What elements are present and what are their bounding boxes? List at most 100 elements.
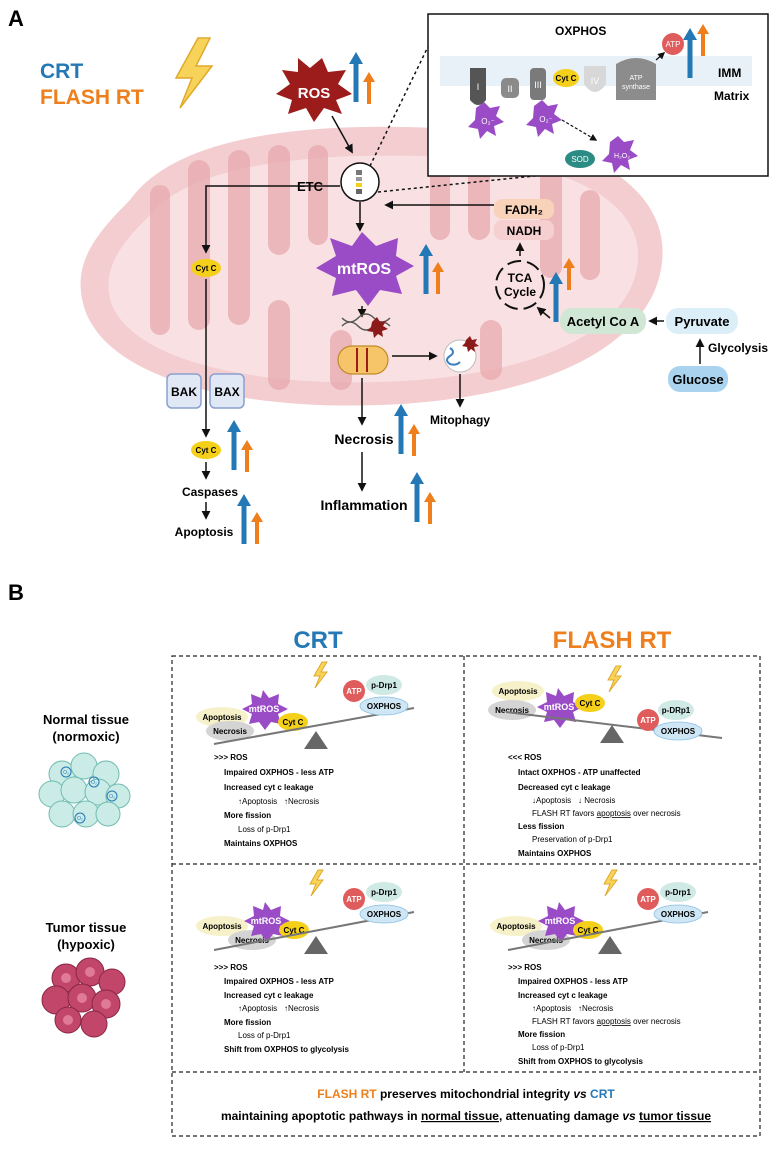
crt-normal-apoptosis-label: Apoptosis <box>202 713 242 722</box>
crt-tumor-l4a: ↑Apoptosis <box>238 1004 277 1013</box>
complex-iv-label: IV <box>591 76 600 86</box>
footer-tumor: tumor tissue <box>639 1109 711 1123</box>
ros-crt-arrow <box>349 52 363 102</box>
inset-o2-label-2: O₂⁻ <box>539 115 553 124</box>
tca-cycle-icon <box>495 260 545 310</box>
oxphos-inset-title: OXPHOS <box>555 24 606 38</box>
flash-tumor-cytc-label: Cyt C <box>578 926 599 935</box>
crt-normal-atp-label: ATP <box>346 687 362 696</box>
caspases-label: Caspases <box>182 485 238 499</box>
oxphos-inset: OXPHOS IMM Matrix I II III Cyt C IV ATP … <box>427 13 769 177</box>
crt-normal-mtros <box>242 690 288 730</box>
flash-normal-l5b: apoptosis <box>597 809 631 818</box>
footer-vs: vs <box>573 1087 587 1101</box>
flash-normal-l6: Less fission <box>518 822 564 831</box>
flash-tumor-l2: Impaired OXPHOS - less ATP <box>518 977 628 986</box>
flash-tumor-oxphos-label: OXPHOS <box>661 910 696 919</box>
atp-synthase-label-1: ATP <box>629 75 642 82</box>
crt-normal-l4b: ↑Necrosis <box>284 797 319 806</box>
flash-tumor-pdrp1-label: p-Drp1 <box>665 888 691 897</box>
flash-normal-apoptosis <box>492 681 544 701</box>
svg-text:FLASH RT favors apoptosis over: FLASH RT favors apoptosis over necrosis <box>532 809 681 818</box>
flash-tumor-mtros <box>538 902 584 942</box>
crt-tumor-l6: Loss of p-Drp1 <box>238 1031 291 1040</box>
panel-a-label: A <box>8 6 24 31</box>
crt-normal-pdrp1-label: p-Drp1 <box>371 681 397 690</box>
cytc-cytosol-badge <box>191 441 221 459</box>
ros-burst <box>276 58 352 122</box>
crt-tumor-l2: Impaired OXPHOS - less ATP <box>224 977 334 986</box>
flash-tumor-atp <box>637 888 659 910</box>
complex-ii-label: II <box>507 84 512 94</box>
glycolysis-label: Glycolysis <box>708 341 768 355</box>
flash-normal-cell: Apoptosis Necrosis mtROS Cyt C ATP p-DRp… <box>488 665 723 858</box>
flash-tumor-pdrp1 <box>660 882 696 902</box>
inflammation-label: Inflammation <box>320 497 407 513</box>
acetyl-coa-label: Acetyl Co A <box>567 314 640 329</box>
imm-label: IMM <box>718 66 741 80</box>
tca-label-1: TCA <box>508 271 533 285</box>
sod-label: SOD <box>571 155 589 164</box>
inset-o2-label-1: O₂⁻ <box>481 117 495 126</box>
footer-normal: normal tissue <box>421 1109 499 1123</box>
flash-tumor-l7: Loss of p-Drp1 <box>532 1043 585 1052</box>
crt-tumor-pdrp1 <box>366 882 402 902</box>
crt-tumor-cytc <box>279 921 309 939</box>
flash-normal-atp-label: ATP <box>640 716 656 725</box>
crt-normal-l1: >>> ROS <box>214 753 248 762</box>
footer-line-2: maintaining apoptotic pathways in normal… <box>221 1109 711 1123</box>
flash-tumor-l8: Shift from OXPHOS to glycolysis <box>518 1057 643 1066</box>
crt-tumor-necrosis-label: Necrosis <box>235 936 269 945</box>
cytc-crt-arrow <box>227 420 241 470</box>
cytc-cytosol-label: Cyt C <box>196 446 217 455</box>
inset-atp-label: ATP <box>666 40 681 49</box>
etc-complexes-icon <box>356 170 362 194</box>
footer-vs2: vs <box>622 1109 636 1123</box>
flash-tumor-mtros-label: mtROS <box>545 916 576 926</box>
crt-normal-cytc-label: Cyt C <box>283 718 304 727</box>
flash-tumor-atp-label: ATP <box>640 895 656 904</box>
cell-o2-1: O₂ <box>63 770 69 776</box>
flash-normal-mtros-label: mtROS <box>544 702 575 712</box>
necrosis-flash-arrow <box>408 424 420 456</box>
crt-tumor-atp-label: ATP <box>346 895 362 904</box>
inset-cytc-label: Cyt C <box>556 74 577 83</box>
flash-normal-l4b: ↓ Necrosis <box>578 796 615 805</box>
crt-tumor-apoptosis-label: Apoptosis <box>202 922 242 931</box>
ros-label: ROS <box>298 85 331 102</box>
nadh-box <box>494 220 554 240</box>
flash-normal-atp <box>637 709 659 731</box>
tumor-tissue-label: Tumor tissue <box>46 920 127 935</box>
panel-b-grid <box>171 655 761 1137</box>
flash-tumor-cytc <box>573 921 603 939</box>
flash-normal-pdrp1-label: p-DRp1 <box>662 706 691 715</box>
crt-normal-l3: Increased cyt c leakage <box>224 783 314 792</box>
bax-label: BAX <box>214 385 239 399</box>
footer-flash: FLASH RT <box>317 1087 377 1101</box>
flash-normal-cytc-label: Cyt C <box>580 699 601 708</box>
glucose-label: Glucose <box>672 372 723 387</box>
column-header-flash: FLASH RT <box>553 627 672 654</box>
crt-tumor-apoptosis <box>196 916 248 936</box>
tumor-tissue-cells-icon <box>41 957 126 1038</box>
flash-tumor-l5c: over necrosis <box>631 1017 681 1026</box>
crt-tumor-pdrp1-label: p-Drp1 <box>371 888 397 897</box>
footer-t1: preserves mitochondrial integrity <box>377 1087 574 1101</box>
flash-normal-l5a: FLASH RT favors <box>532 809 597 818</box>
normal-tissue-label: Normal tissue <box>43 712 129 727</box>
crt-tumor-oxphos-label: OXPHOS <box>367 910 402 919</box>
crt-tumor-cell: Apoptosis Necrosis mtROS Cyt C ATP p-Drp… <box>196 869 415 1054</box>
crt-normal-necrosis <box>206 721 254 741</box>
crt-tumor-l7: Shift from OXPHOS to glycolysis <box>224 1045 349 1054</box>
atp-synthase-label-2: synthase <box>622 84 650 91</box>
flash-normal-oxphos <box>653 721 703 741</box>
crt-tumor-bolt-icon <box>309 869 324 897</box>
bax-box <box>209 373 245 409</box>
bak-box <box>166 373 202 409</box>
legend-crt: CRT <box>40 60 83 83</box>
flash-tumor-apoptosis-label: Apoptosis <box>496 922 536 931</box>
flash-normal-apoptosis-label: Apoptosis <box>498 687 538 696</box>
flash-normal-necrosis-label: Necrosis <box>495 706 529 715</box>
mtros-label: mtROS <box>337 261 392 278</box>
